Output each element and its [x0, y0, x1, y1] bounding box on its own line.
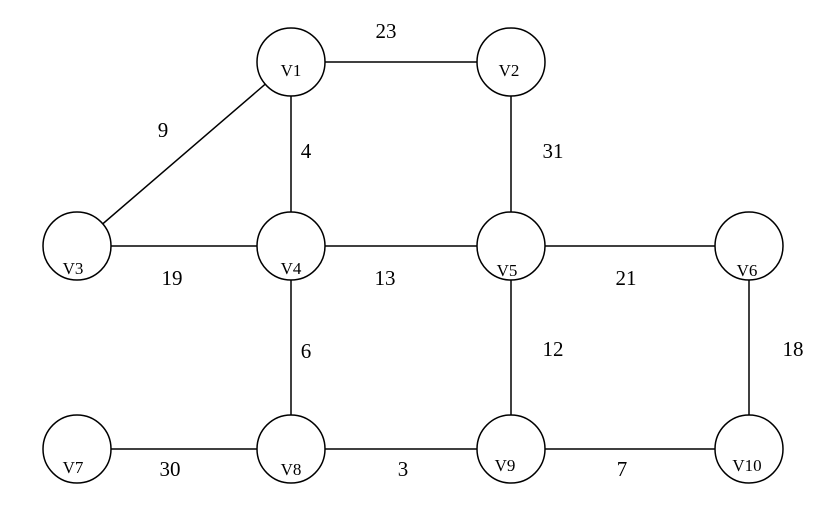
- node-v5: V5: [476, 211, 546, 281]
- node-label-v4: V4: [281, 259, 302, 278]
- node-circle-v3: [42, 211, 112, 281]
- node-label-v6: V6: [737, 261, 758, 280]
- node-label-v1: V1: [281, 61, 302, 80]
- node-v8: V8: [256, 414, 326, 484]
- node-v1: V1: [256, 27, 326, 97]
- edge-weight-v2-v5: 31: [543, 139, 564, 163]
- edge-weight-v5-v9: 12: [543, 337, 564, 361]
- node-circle-v4: [256, 211, 326, 281]
- node-v9: V9: [476, 414, 546, 484]
- node-v4: V4: [256, 211, 326, 281]
- node-circle-v6: [714, 211, 784, 281]
- edge-weight-v3-v4: 19: [162, 266, 183, 290]
- edge-weight-v6-v10: 18: [783, 337, 804, 361]
- node-circle-v1: [256, 27, 326, 97]
- edge-weight-v4-v5: 13: [375, 266, 396, 290]
- node-circle-v10: [714, 414, 784, 484]
- node-v3: V3: [42, 211, 112, 281]
- node-label-v5: V5: [497, 261, 518, 280]
- node-circle-v5: [476, 211, 546, 281]
- node-label-v2: V2: [499, 61, 520, 80]
- edge-weight-v4-v8: 6: [301, 339, 312, 363]
- edge-weight-v8-v9: 3: [398, 457, 409, 481]
- weight-label-layer: 23 9 4 31 19 13 21 6 12 18 30 3 7: [158, 19, 804, 481]
- node-v10: V10: [714, 414, 784, 484]
- edge-layer: [76, 61, 750, 450]
- edge-weight-v7-v8: 30: [160, 457, 181, 481]
- node-label-v3: V3: [63, 259, 84, 278]
- node-v2: V2: [476, 27, 546, 97]
- node-v7: V7: [42, 414, 112, 484]
- edge-weight-v5-v6: 21: [616, 266, 637, 290]
- node-label-v9: V9: [495, 456, 516, 475]
- edge-weight-v1-v2: 23: [376, 19, 397, 43]
- edge-weight-v1-v4: 4: [301, 139, 312, 163]
- node-label-v10: V10: [732, 456, 761, 475]
- edge-weight-v1-v3: 9: [158, 118, 169, 142]
- node-v6: V6: [714, 211, 784, 281]
- edge-v1-v3: [76, 61, 292, 247]
- node-circle-v2: [476, 27, 546, 97]
- node-label-v7: V7: [63, 458, 84, 477]
- node-circle-v8: [256, 414, 326, 484]
- node-label-v8: V8: [281, 460, 302, 479]
- edge-weight-v9-v10: 7: [617, 457, 628, 481]
- node-circle-v7: [42, 414, 112, 484]
- node-circle-v9: [476, 414, 546, 484]
